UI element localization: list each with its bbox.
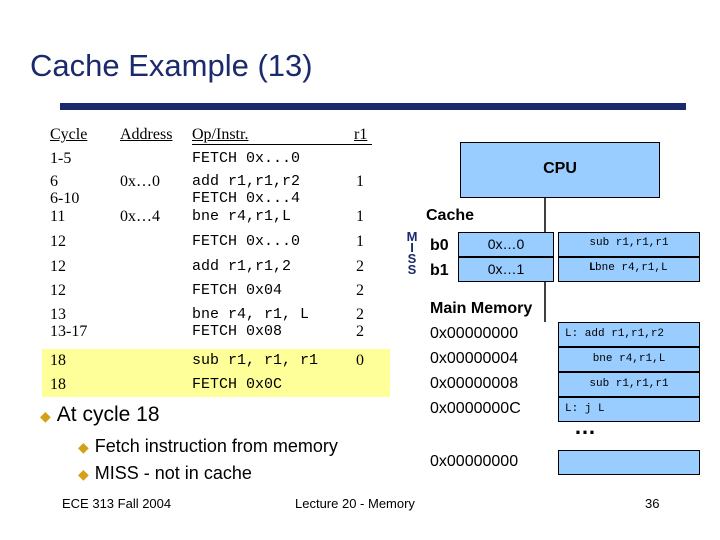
- instr-cell: FETCH 0x...0: [192, 150, 301, 167]
- header-cycle: Cycle: [50, 126, 88, 143]
- instr-cell: FETCH 0x0C: [192, 376, 283, 393]
- instr-cell: FETCH 0x...0: [192, 233, 301, 250]
- memory-addr-0: 0x00000000: [430, 325, 519, 342]
- cycle-cell: 12: [50, 233, 66, 250]
- memory-data-box-3: L: j L: [558, 397, 700, 422]
- cycle-cell: 12: [50, 282, 66, 299]
- r1-cell: 1: [356, 173, 364, 190]
- cycle-cell: 6: [50, 173, 58, 190]
- cache-addr-box-1: 0x…1: [458, 257, 554, 282]
- instr-cell: FETCH 0x...4: [192, 190, 301, 207]
- r1-cell: 0: [356, 352, 364, 369]
- memory-addr-2: 0x00000008: [430, 375, 519, 392]
- bullet-icon: ◆: [78, 439, 89, 455]
- bullet-icon: ◆: [78, 466, 89, 482]
- r1-cell: 1: [356, 233, 364, 250]
- instr-cell: FETCH 0x08: [192, 323, 283, 340]
- bullet-sub-1: ◆Fetch instruction from memory: [78, 436, 338, 456]
- cache-tag-b1: b1: [430, 262, 449, 279]
- cycle-18-highlight: [42, 349, 390, 397]
- instr-cell: sub r1, r1, r1: [192, 352, 319, 369]
- memory-data-box-2: sub r1,r1,r1: [558, 372, 700, 397]
- cycle-cell: 13: [50, 306, 66, 323]
- cycle-cell: 13-17: [50, 323, 88, 340]
- memory-data-box-1: bne r4,r1,L: [558, 347, 700, 372]
- cache-label: Cache: [426, 207, 475, 224]
- address-cell: 0x…4: [120, 208, 160, 225]
- main-memory-label: Main Memory: [430, 300, 533, 317]
- miss-indicator: M I S S: [406, 229, 418, 277]
- footer-page-number: 36: [645, 496, 660, 511]
- bullet-main: ◆At cycle 18: [40, 403, 160, 426]
- r1-cell: 2: [356, 258, 364, 275]
- r1-cell: 1: [356, 208, 364, 225]
- cache-tag-b0: b0: [430, 237, 449, 254]
- instr-cell: add r1,r1,r2: [192, 173, 301, 190]
- bullet-sub-2: ◆MISS - not in cache: [78, 463, 252, 483]
- cache-marker: L: [589, 262, 596, 274]
- memory-addr-3: 0x0000000C: [430, 400, 521, 417]
- memory-addr-1: 0x00000004: [430, 350, 519, 367]
- instr-cell: FETCH 0x04: [192, 282, 283, 299]
- cpu-box: CPU: [460, 142, 660, 198]
- cycle-cell: 18: [50, 376, 66, 393]
- instr-cell: bne r4, r1, L: [192, 306, 310, 323]
- title-underline: [60, 103, 686, 110]
- memory-addr-last: 0x00000000: [430, 453, 519, 470]
- memory-data-box-last: [558, 450, 700, 475]
- cycle-cell: 6-10: [50, 190, 80, 207]
- address-cell: 0x…0: [120, 173, 160, 190]
- cycle-cell: 1-5: [50, 150, 72, 167]
- instr-cell: bne r4,r1,L: [192, 208, 292, 225]
- r1-cell: 2: [356, 306, 364, 323]
- footer-lecture: Lecture 20 - Memory: [295, 496, 415, 511]
- cycle-cell: 11: [50, 208, 66, 225]
- cache-addr-box-0: 0x…0: [458, 232, 554, 257]
- cycle-cell: 12: [50, 258, 66, 275]
- cpu-label: CPU: [543, 160, 577, 177]
- r1-cell: 2: [356, 323, 364, 340]
- cycle-cell: 18: [50, 352, 66, 369]
- r1-cell: 2: [356, 282, 364, 299]
- cache-data-box-0: sub r1,r1,r1: [558, 232, 700, 257]
- instr-cell: add r1,r1,2: [192, 258, 292, 275]
- header-r1: r1: [354, 126, 368, 143]
- header-rule: [192, 144, 372, 145]
- header-address: Address: [120, 126, 173, 143]
- memory-data-box-0: L: add r1,r1,r2: [558, 322, 700, 347]
- page-title: Cache Example (13): [30, 48, 313, 83]
- header-instr: Op/Instr.: [192, 126, 249, 143]
- footer-course: ECE 313 Fall 2004: [62, 496, 172, 511]
- bullet-icon: ◆: [40, 408, 51, 424]
- cache-data-box-1: L bne r4,r1,L: [558, 257, 700, 282]
- memory-ellipsis: …: [574, 414, 598, 439]
